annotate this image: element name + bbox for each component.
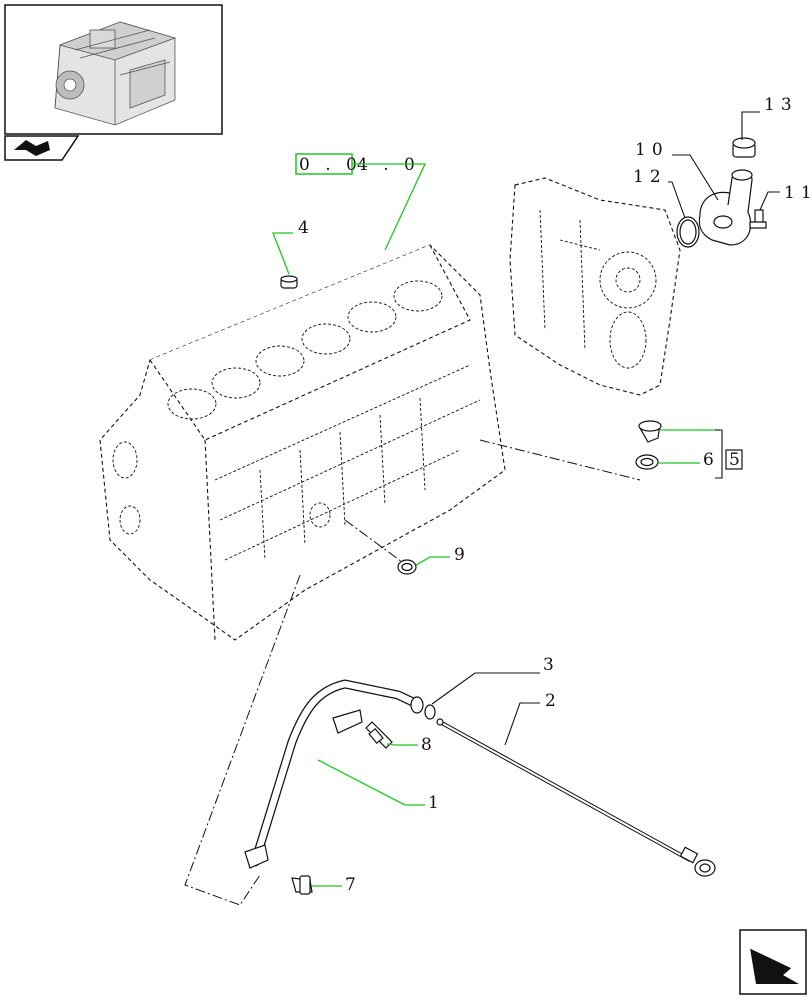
callout-1: 1 bbox=[428, 793, 445, 813]
reference-rest-text: 4 . 0 bbox=[357, 155, 420, 175]
part-washer-6[interactable] bbox=[635, 454, 659, 470]
timing-cover bbox=[509, 177, 681, 396]
leader-9 bbox=[415, 556, 450, 566]
leader-8 bbox=[386, 743, 418, 746]
callout-10: 10 bbox=[635, 140, 669, 160]
leader-1 bbox=[317, 759, 425, 806]
part-bolt-7[interactable] bbox=[291, 875, 313, 895]
next-page-arrow-icon[interactable] bbox=[739, 929, 807, 995]
reference-leader bbox=[352, 163, 427, 251]
part-oring-3[interactable] bbox=[424, 704, 436, 720]
part-dipstick-2[interactable] bbox=[436, 718, 716, 877]
assembly-line-tube bbox=[184, 574, 301, 906]
callout-5-box bbox=[725, 449, 743, 470]
part-plug-5[interactable] bbox=[638, 420, 662, 443]
part-gasket-12[interactable] bbox=[676, 216, 700, 248]
callout-3: 3 bbox=[543, 655, 560, 675]
engine-thumbnail-icon[interactable] bbox=[4, 4, 223, 135]
engine-block bbox=[99, 244, 506, 641]
part-guide-tube-1[interactable] bbox=[244, 679, 424, 869]
callout-4: 4 bbox=[298, 218, 315, 238]
callout-5: 5 bbox=[729, 450, 746, 470]
leader-10 bbox=[672, 154, 719, 201]
callout-6: 6 bbox=[703, 450, 720, 470]
part-cap-4[interactable] bbox=[280, 275, 298, 289]
reference-boxed-text: 0 . 0 bbox=[299, 155, 362, 175]
leader-13 bbox=[741, 111, 760, 140]
part-filler-flange-10[interactable] bbox=[698, 169, 753, 246]
part-oring-9[interactable] bbox=[397, 559, 417, 575]
callout-2: 2 bbox=[545, 691, 562, 711]
leader-4 bbox=[272, 232, 293, 275]
leader-11 bbox=[759, 191, 780, 211]
callout-8: 8 bbox=[421, 735, 438, 755]
part-bolt-11[interactable] bbox=[749, 209, 767, 229]
leader-3 bbox=[431, 672, 540, 705]
assembly-line-ring bbox=[344, 519, 403, 563]
callout-9: 9 bbox=[454, 545, 471, 565]
part-oil-cap-13[interactable] bbox=[732, 137, 756, 158]
bracket-5-6 bbox=[715, 429, 723, 479]
callout-11: 11 bbox=[784, 183, 812, 203]
part-bolt-8[interactable] bbox=[365, 721, 393, 749]
callout-7: 7 bbox=[345, 875, 362, 895]
assembly-line-plug bbox=[479, 439, 641, 481]
leader-12 bbox=[668, 181, 686, 219]
leader-2 bbox=[504, 702, 540, 746]
callout-13: 13 bbox=[764, 95, 798, 115]
book-section-icon[interactable] bbox=[4, 135, 80, 161]
callout-12: 12 bbox=[633, 167, 667, 187]
